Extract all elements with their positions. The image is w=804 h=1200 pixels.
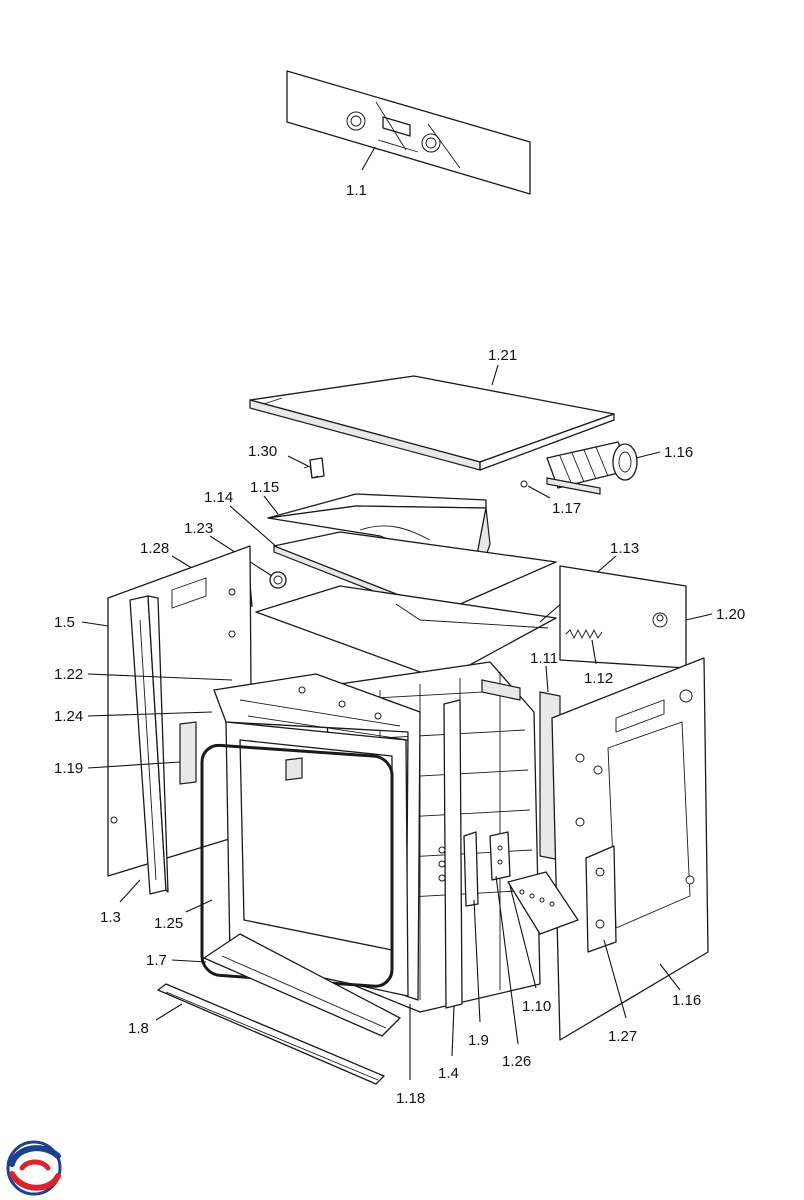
leader-1-16-side [659, 963, 681, 991]
callout-1-5: 1.5 [54, 614, 75, 631]
leader-1-9 [473, 899, 481, 1023]
door-hinge-part [463, 831, 479, 907]
leader-1-8 [155, 1003, 183, 1021]
heat-shield-part [255, 585, 557, 681]
callout-1-13: 1.13 [610, 540, 639, 557]
lower-bracket-part [203, 933, 401, 1037]
callout-1-17: 1.17 [552, 500, 581, 517]
callout-1-10: 1.10 [522, 998, 551, 1015]
right-runner-part [438, 699, 463, 1009]
callout-1-27: 1.27 [608, 1028, 637, 1045]
callout-1-19: 1.19 [54, 760, 83, 777]
leader-1-3 [119, 879, 141, 903]
left-runner-part [129, 595, 169, 895]
oven-base-part [507, 871, 579, 935]
leader-1-11 [545, 665, 549, 693]
callout-1-1: 1.1 [346, 182, 367, 199]
leader-1-20 [685, 613, 713, 621]
callout-1-15: 1.15 [250, 479, 279, 496]
leader-1-14 [229, 505, 279, 549]
callout-1-30: 1.30 [248, 443, 277, 460]
front-frame-part [213, 673, 421, 1001]
callout-1-25: 1.25 [154, 915, 183, 932]
door-switch-part [489, 831, 511, 881]
leader-1-27 [603, 939, 627, 1019]
callout-1-28: 1.28 [140, 540, 169, 557]
cooling-fan-part [546, 441, 638, 495]
callout-1-24: 1.24 [54, 708, 83, 725]
company-logo-icon [6, 1140, 62, 1196]
leader-1-24 [87, 711, 213, 717]
right-side-panel-part [551, 657, 709, 1041]
leader-1-25 [185, 899, 213, 913]
leader-1-17 [527, 485, 551, 499]
callout-1-11: 1.11 [530, 650, 558, 667]
callout-1-16-fan: 1.16 [664, 444, 693, 461]
callout-1-22: 1.22 [54, 666, 83, 683]
leader-1-19 [87, 761, 181, 769]
bottom-trim-part [157, 983, 385, 1085]
callout-1-12: 1.12 [584, 670, 613, 687]
thermostat-part [269, 571, 287, 589]
hinge-plate-part [585, 845, 617, 953]
callout-1-3: 1.3 [100, 909, 121, 926]
leader-1-1 [361, 146, 376, 171]
leader-1-7 [171, 959, 207, 963]
callout-1-26: 1.26 [502, 1053, 531, 1070]
callout-1-9: 1.9 [468, 1032, 489, 1049]
leader-1-26 [495, 875, 519, 1045]
leader-1-10 [509, 885, 537, 989]
leader-1-30 [287, 455, 309, 467]
callout-1-18: 1.18 [396, 1090, 425, 1107]
bracket-1-30-part [303, 457, 325, 479]
callout-1-20: 1.20 [716, 606, 745, 623]
leader-1-12 [591, 639, 597, 665]
spring-part [565, 628, 603, 640]
leader-1-5 [81, 621, 109, 627]
callout-1-16-side: 1.16 [672, 992, 701, 1009]
leader-1-22 [87, 673, 233, 681]
top-cover-part [249, 375, 615, 471]
leader-1-21 [491, 364, 499, 386]
screw-part [520, 480, 528, 488]
leader-1-16-fan [635, 451, 661, 459]
callout-1-8: 1.8 [128, 1020, 149, 1037]
callout-1-14: 1.14 [204, 489, 233, 506]
callout-1-21: 1.21 [488, 347, 517, 364]
leader-1-15 [263, 495, 279, 515]
callout-1-4: 1.4 [438, 1065, 459, 1082]
callout-1-23: 1.23 [184, 520, 213, 537]
insulation-part [179, 721, 197, 785]
leader-1-4 [451, 1005, 455, 1057]
callout-1-7: 1.7 [146, 952, 167, 969]
control-panel-part [286, 70, 531, 195]
back-panel-part [559, 565, 687, 669]
